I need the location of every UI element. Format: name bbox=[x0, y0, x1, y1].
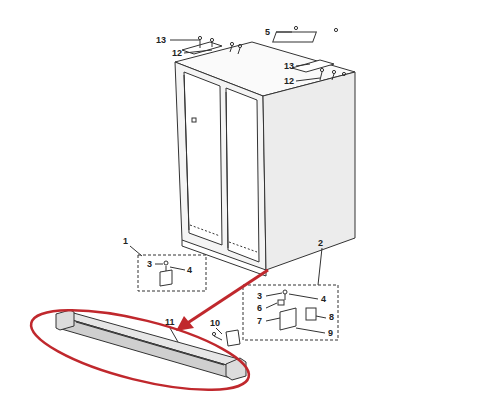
callout-number: 4 bbox=[321, 294, 326, 304]
callout-number: 9 bbox=[328, 328, 333, 338]
callout-number: 3 bbox=[257, 291, 262, 301]
callout-number: 8 bbox=[329, 312, 334, 322]
callout-number: 12 bbox=[284, 76, 294, 86]
callout-number: 6 bbox=[257, 303, 262, 313]
callout-number: 11 bbox=[165, 317, 175, 327]
callout-number: 12 bbox=[172, 48, 182, 58]
callout-number: 1 bbox=[123, 236, 128, 246]
callout-number: 3 bbox=[147, 259, 152, 269]
callout-number: 4 bbox=[187, 265, 192, 275]
callout-number: 13 bbox=[156, 35, 166, 45]
callout-number: 7 bbox=[257, 316, 262, 326]
callout-number: 5 bbox=[265, 27, 270, 37]
callout-number: 2 bbox=[318, 238, 323, 248]
callout-number: 13 bbox=[284, 61, 294, 71]
callout-number: 10 bbox=[210, 318, 220, 328]
